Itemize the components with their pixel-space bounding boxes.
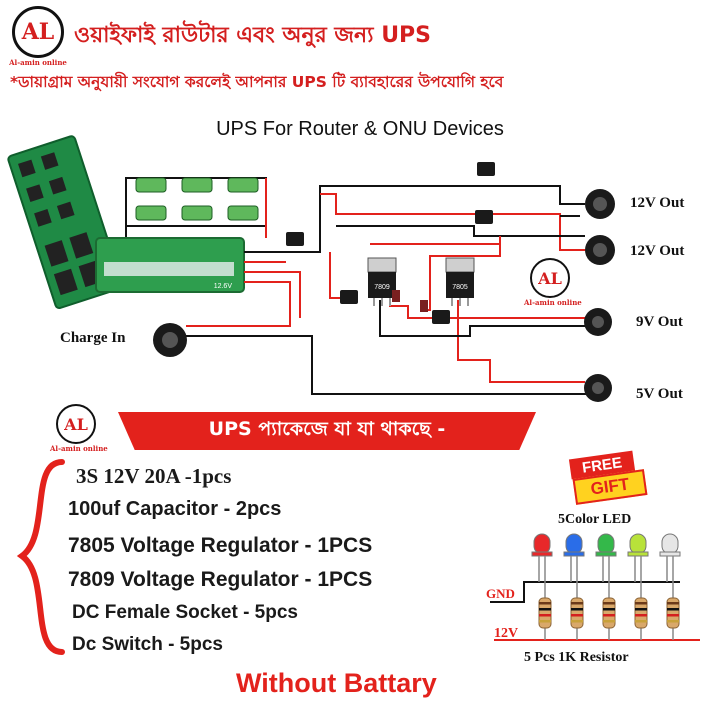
curly-brace	[16, 459, 65, 655]
package-item: DC Female Socket - 5pcs	[72, 602, 298, 623]
led-3	[595, 533, 617, 590]
package-item: Dc Switch - 5pcs	[72, 634, 223, 655]
bms-label: 12.6V	[214, 283, 233, 290]
brand-logo-package: AL Al-amin online	[50, 404, 108, 453]
logo-mark: AL	[530, 258, 570, 298]
v12-label: 12V	[494, 626, 519, 641]
resistor-4	[634, 590, 648, 640]
capacitor	[420, 300, 428, 312]
brand-logo-top: AL Al-amin online	[9, 6, 67, 67]
led-title: 5Color LED	[558, 512, 632, 527]
logo-mark: AL	[12, 6, 64, 58]
charge-in-label: Charge In	[60, 330, 126, 346]
regulator-label: 7809	[374, 284, 390, 291]
package-banner: UPS প্যাকেজে যা যা থাকছে -	[118, 412, 536, 450]
package-item: 3S 12V 20A -1pcs	[76, 464, 232, 488]
package-item: 100uf Capacitor - 2pcs	[68, 498, 282, 520]
package-item: 7805 Voltage Regulator - 1PCS	[68, 534, 373, 557]
page-title: ওয়াইফাই রাউটার এবং অনুর জন্য UPS	[74, 23, 432, 48]
output-label-12v-2: 12V Out	[630, 243, 685, 259]
capacitor	[392, 290, 400, 302]
output-label-5v: 5V Out	[636, 386, 683, 402]
brand-logo-diagram: AL Al-amin online	[524, 258, 582, 307]
led-1	[531, 533, 553, 590]
led-resistor-illustration	[490, 533, 700, 641]
logo-caption: Al-amin online	[50, 444, 108, 453]
package-item: 7809 Voltage Regulator - 1PCS	[68, 568, 373, 591]
page-subtitle: *ডায়াগ্রাম অনুযায়ী সংযোগ করলেই আপনার U…	[10, 73, 504, 91]
regulator-7805: 7805	[445, 257, 475, 306]
gnd-label: GND	[486, 586, 515, 601]
resistor-1	[538, 590, 552, 640]
led-4	[627, 533, 649, 590]
led-2	[563, 533, 585, 590]
resistor-3	[602, 590, 616, 640]
diagram-title: UPS For Router & ONU Devices	[216, 118, 504, 140]
resistor-title: 5 Pcs 1K Resistor	[524, 650, 629, 665]
logo-caption: Al-amin online	[9, 58, 67, 67]
regulator-label: 7805	[452, 284, 468, 291]
dc-switch	[286, 162, 495, 324]
resistor-2	[570, 590, 584, 640]
output-label-12v-1: 12V Out	[630, 195, 685, 211]
logo-caption: Al-amin online	[524, 298, 582, 307]
without-battery-note: Without Battary	[236, 668, 437, 698]
logo-mark: AL	[56, 404, 96, 444]
led-5	[659, 533, 681, 590]
resistor-5	[666, 590, 680, 640]
dc-socket	[153, 189, 615, 402]
battery-pack	[125, 177, 267, 238]
regulator-7809: 7809	[367, 257, 397, 306]
circuit-diagram: 12.6V 7809 7805	[7, 135, 615, 402]
bms-board-photo	[7, 135, 124, 310]
output-label-9v: 9V Out	[636, 314, 683, 330]
